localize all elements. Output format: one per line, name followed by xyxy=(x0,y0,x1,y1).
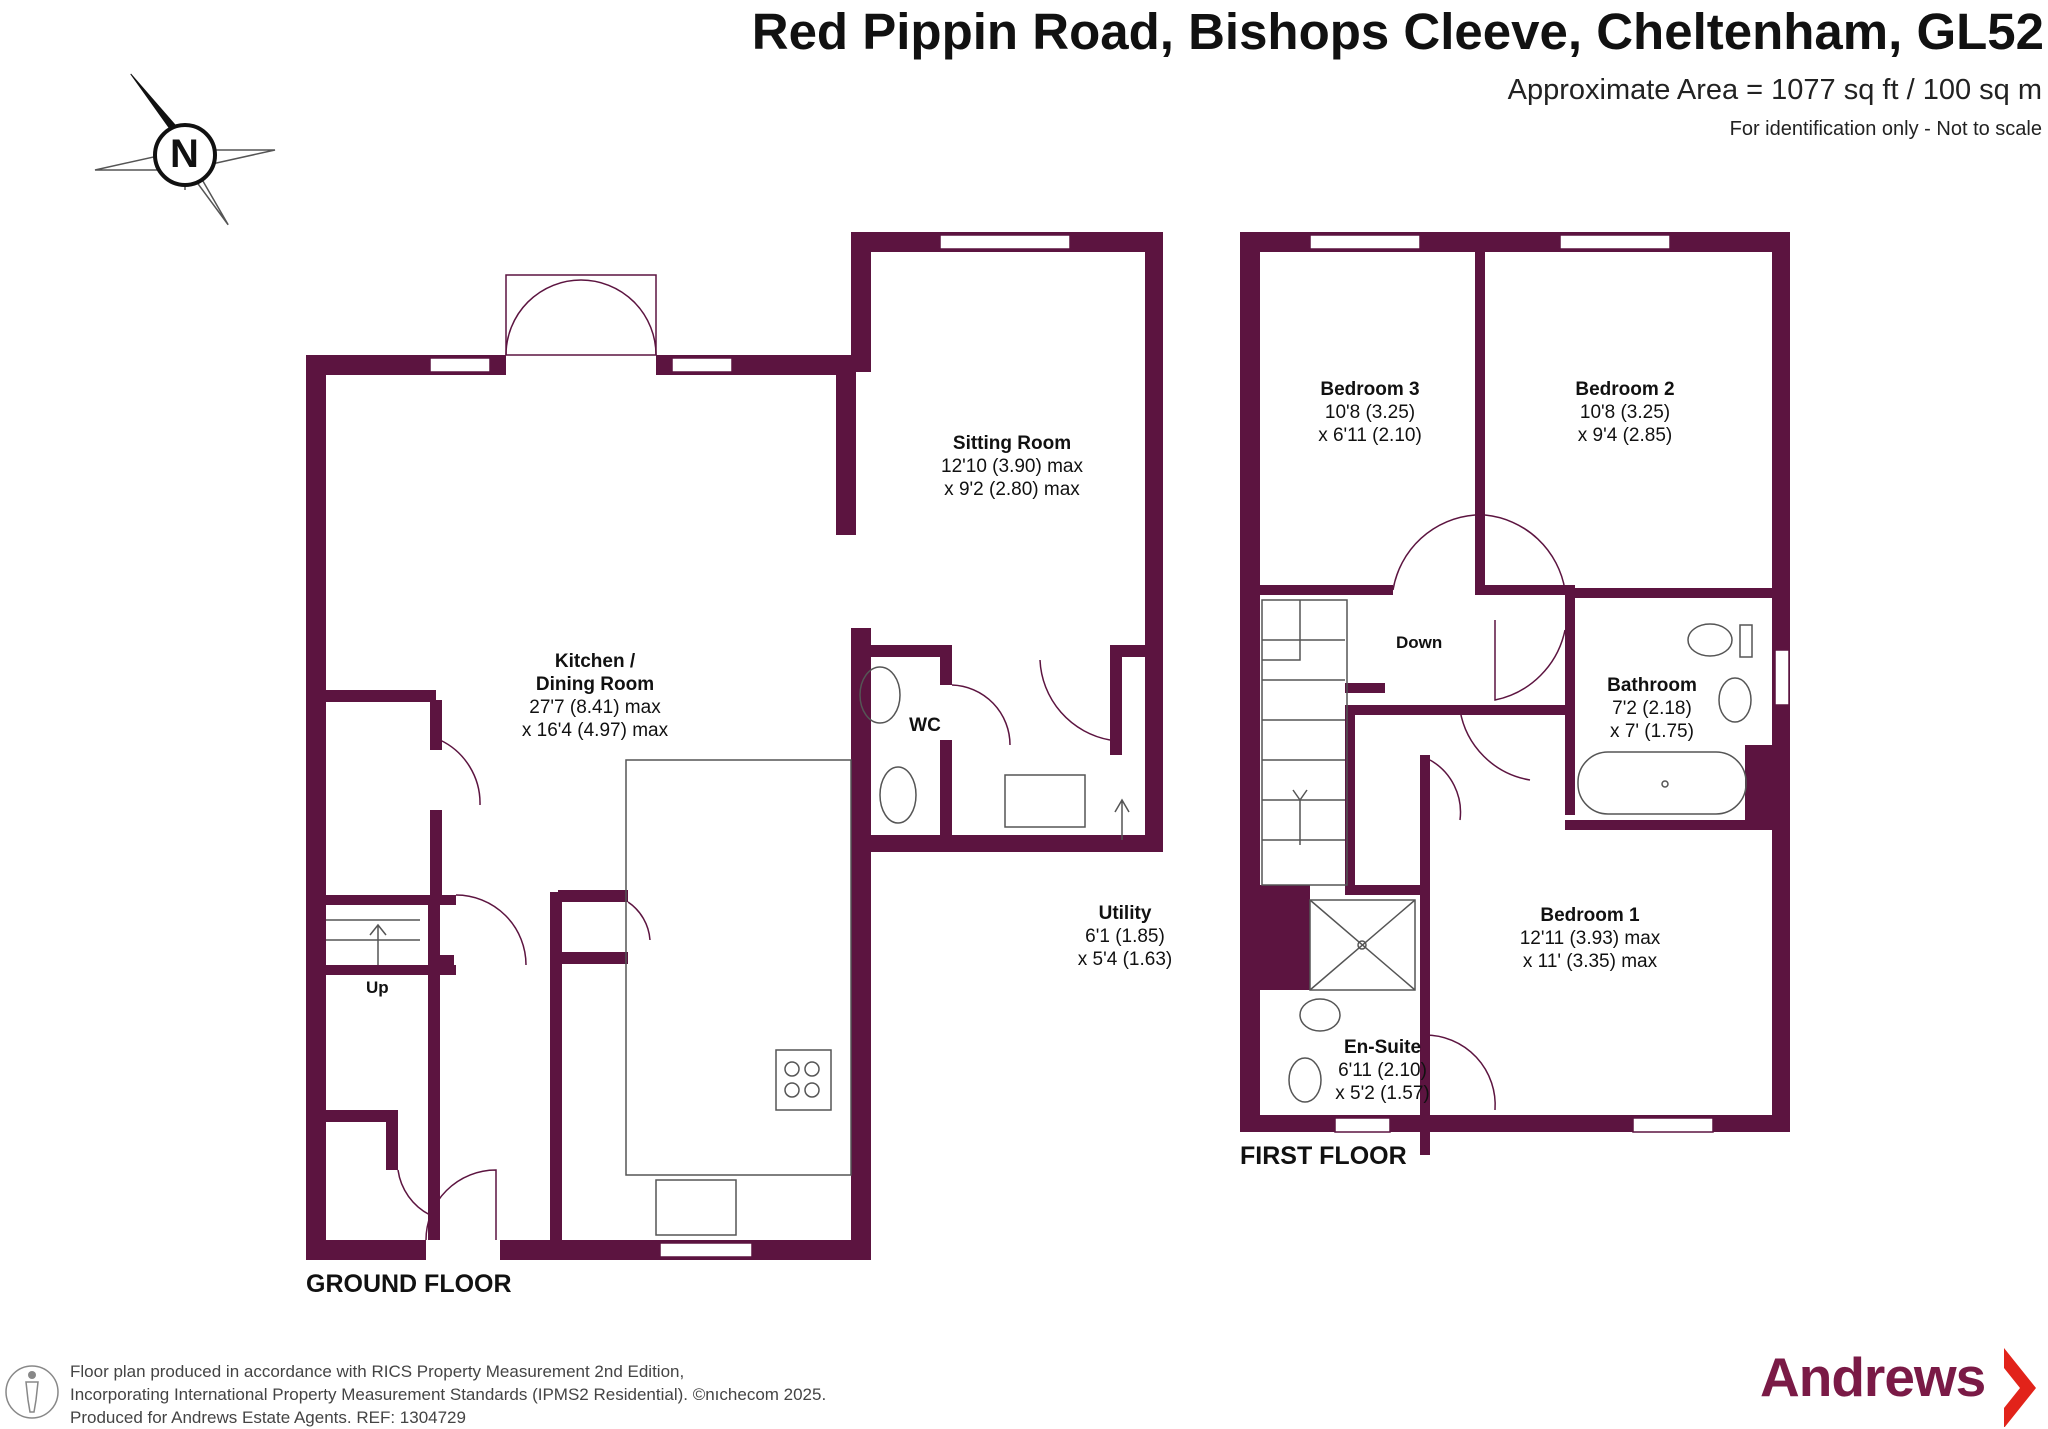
room-dimensions: x 9'4 (2.85) xyxy=(1577,425,1673,446)
room-dimensions: 12'10 (3.90) max xyxy=(941,456,1083,477)
room-name: Bathroom xyxy=(1607,675,1697,696)
room-name: Sitting Room xyxy=(952,433,1072,454)
ground-floor-openings xyxy=(397,234,1111,1258)
room-utility: Utility 6'1 (1.85) x 5'4 (1.63) xyxy=(1050,902,1200,971)
room-dimensions: 6'11 (2.10) xyxy=(1338,1060,1427,1081)
room-dimensions: x 6'11 (2.10) xyxy=(1318,425,1422,446)
room-dimensions: x 5'4 (1.63) xyxy=(1077,949,1173,970)
first-floor-openings xyxy=(1309,234,1790,1133)
room-name: Dining Room xyxy=(535,674,655,695)
room-bedroom-3: Bedroom 3 10'8 (3.25) x 6'11 (2.10) xyxy=(1290,378,1450,447)
compass-north-label: N xyxy=(170,132,199,176)
room-en-suite: En-Suite 6'11 (2.10) x 5'2 (1.57) xyxy=(1320,1036,1445,1105)
stairs-up-label: Up xyxy=(366,978,389,997)
first-floor-fixtures xyxy=(1261,599,1753,1103)
room-dimensions: 6'1 (1.85) xyxy=(1085,926,1165,947)
room-sitting-room: Sitting Room 12'10 (3.90) max x 9'2 (2.8… xyxy=(912,432,1112,501)
ground-floor-fixtures xyxy=(326,666,1130,1236)
area-summary: Approximate Area = 1077 sq ft / 100 sq m xyxy=(1507,74,2042,106)
room-name: Bedroom 1 xyxy=(1540,905,1640,926)
room-name: Kitchen / xyxy=(554,651,636,672)
room-name: Utility xyxy=(1098,903,1152,924)
room-dimensions: x 7' (1.75) xyxy=(1610,721,1694,742)
room-dimensions: 7'2 (2.18) xyxy=(1612,698,1692,719)
room-dimensions: 27'7 (8.41) max xyxy=(529,697,661,718)
room-dimensions: 10'8 (3.25) xyxy=(1579,402,1671,423)
footer-disclaimer: Floor plan produced in accordance with R… xyxy=(70,1360,826,1429)
room-bedroom-2: Bedroom 2 10'8 (3.25) x 9'4 (2.85) xyxy=(1545,378,1705,447)
footer-line: Incorporating International Property Mea… xyxy=(70,1385,827,1404)
brand-logo: Andrews xyxy=(1760,1346,1986,1408)
accessibility-person-icon xyxy=(5,1365,59,1419)
room-dimensions: 12'11 (3.93) max xyxy=(1519,928,1661,949)
room-name: En-Suite xyxy=(1343,1037,1422,1058)
first-floor-label: FIRST FLOOR xyxy=(1240,1142,1407,1170)
ground-floor-label: GROUND FLOOR xyxy=(306,1270,512,1298)
stairs-down-label: Down xyxy=(1396,633,1443,652)
brand-chevron-icon xyxy=(2004,1348,2036,1427)
room-name: Bedroom 2 xyxy=(1575,379,1675,400)
room-bathroom: Bathroom 7'2 (2.18) x 7' (1.75) xyxy=(1592,674,1712,743)
room-dimensions: x 16'4 (4.97) max xyxy=(521,720,669,741)
scale-disclaimer: For identification only - Not to scale xyxy=(1729,118,2042,140)
room-name: WC xyxy=(909,715,941,736)
footer-line: Produced for Andrews Estate Agents. REF:… xyxy=(70,1408,466,1427)
room-dimensions: x 11' (3.35) max xyxy=(1522,951,1658,972)
footer-line: Floor plan produced in accordance with R… xyxy=(70,1362,685,1381)
room-wc: WC xyxy=(900,714,950,737)
room-dimensions: 10'8 (3.25) xyxy=(1324,402,1416,423)
room-dimensions: x 9'2 (2.80) max xyxy=(944,479,1080,500)
room-bedroom-1: Bedroom 1 12'11 (3.93) max x 11' (3.35) … xyxy=(1500,904,1680,973)
page-title: Red Pippin Road, Bishops Cleeve, Chelten… xyxy=(751,3,2044,60)
room-kitchen-dining: Kitchen / Dining Room 27'7 (8.41) max x … xyxy=(495,650,695,742)
room-dimensions: x 5'2 (1.57) xyxy=(1335,1083,1430,1104)
compass-icon xyxy=(94,73,276,226)
room-name: Bedroom 3 xyxy=(1320,379,1420,400)
ground-floor-plan xyxy=(306,232,1163,1260)
